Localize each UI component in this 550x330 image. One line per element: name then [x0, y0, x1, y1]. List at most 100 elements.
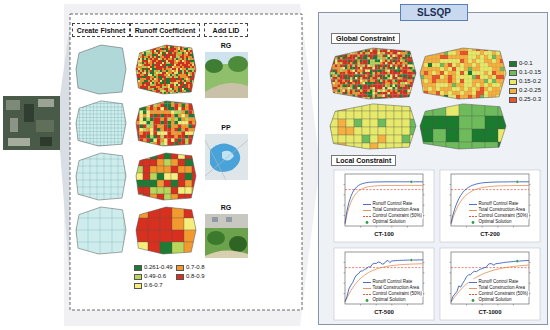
- map-outline: [136, 101, 196, 146]
- legend-line: [363, 280, 371, 285]
- legend-line: [469, 208, 477, 213]
- node-text: Runoff Coefficient: [135, 27, 196, 34]
- legend-text: 0-0.1: [519, 60, 533, 68]
- panel-ground: [318, 12, 548, 325]
- photo-label: RG: [221, 204, 232, 211]
- map-outline: [76, 101, 126, 146]
- flow-chevron: [64, 4, 320, 326]
- map-cells: [76, 206, 126, 254]
- legend-line: [469, 280, 477, 285]
- legend-line: [469, 292, 477, 297]
- line-chart: [440, 248, 540, 320]
- legend-line: [363, 220, 371, 225]
- map-cells: [420, 103, 511, 155]
- generated-graphics: [76, 44, 540, 320]
- legend-swatch: [509, 61, 517, 67]
- legend-text: Optimal Solution: [479, 219, 512, 225]
- map-outline: [330, 104, 416, 149]
- line-chart: [334, 170, 434, 242]
- node-text: Create Fishnet: [77, 27, 126, 34]
- legend-item: 0-0.1: [509, 60, 533, 68]
- step-header: Create Fishnet: [72, 23, 131, 37]
- node-text: Add LID: [213, 27, 240, 34]
- map-outline: [76, 153, 126, 200]
- map-cells: [136, 44, 196, 94]
- legend-item: Optimal Solution: [363, 219, 407, 225]
- section-label: Local Constraint: [331, 155, 396, 166]
- legend-swatch: [509, 70, 517, 76]
- legend-line: [363, 292, 371, 297]
- photo-label: PP: [221, 124, 230, 131]
- legend-text: Optimal Solution: [373, 297, 406, 303]
- legend-line: [363, 286, 371, 291]
- legend-swatch: [509, 97, 517, 103]
- line-chart: [334, 248, 434, 320]
- map-cells: [136, 206, 196, 254]
- step-header: Runoff Coefficient: [130, 23, 201, 37]
- map-outline: [136, 207, 196, 254]
- legend-item: 0.261-0.49: [134, 264, 173, 272]
- map-outline: [420, 48, 506, 99]
- legend-line: [469, 298, 477, 303]
- map-cells: [420, 47, 508, 99]
- legend-line: [469, 220, 477, 225]
- map-cells: [136, 100, 199, 149]
- map-cells: [330, 47, 418, 100]
- legend-line: [469, 214, 477, 219]
- map-cells: [136, 152, 199, 201]
- legend-item: 0.6-0.7: [134, 282, 163, 290]
- legend-swatch: [509, 79, 517, 85]
- map-outline: [76, 207, 126, 254]
- chart-label: CT-100: [374, 231, 394, 237]
- legend-item: 0.1-0.15: [509, 69, 541, 77]
- legend-swatch: [176, 265, 184, 271]
- legend-swatch: [134, 274, 142, 280]
- legend-line: [469, 202, 477, 207]
- legend-line: [363, 208, 371, 213]
- legend-item: 0.7-0.8: [176, 264, 205, 272]
- legend-line: [469, 286, 477, 291]
- map-cells: [330, 103, 418, 151]
- legend-item: 0.8-0.9: [176, 273, 205, 281]
- legend-text: 0.6-0.7: [144, 282, 163, 290]
- permeable-pavement-photo: [205, 134, 248, 180]
- map-cells: [76, 44, 126, 94]
- map-outline: [330, 48, 416, 99]
- chart-label: CT-1000: [478, 309, 501, 315]
- legend-text: 0.1-0.15: [519, 69, 541, 77]
- section-label: Global Constraint: [331, 33, 400, 44]
- photo-label: RG: [221, 42, 232, 49]
- legend-text: 0.25-0.3: [519, 96, 541, 104]
- legend-swatch: [134, 265, 142, 271]
- chart-label: CT-200: [480, 231, 500, 237]
- legend-item: Optimal Solution: [363, 297, 407, 303]
- legend-item: 0.2-0.25: [509, 87, 541, 95]
- chart-label: CT-500: [374, 309, 394, 315]
- legend-item: 0.25-0.3: [509, 96, 541, 104]
- legend-item: 0.49-0.6: [134, 273, 166, 281]
- map-cells: [76, 152, 126, 200]
- line-chart: [440, 170, 540, 242]
- legend-text: 0.8-0.9: [186, 273, 205, 281]
- map-outline: [136, 153, 196, 200]
- legend-text: 0.2-0.25: [519, 87, 541, 95]
- legend-text: 0.261-0.49: [144, 264, 173, 272]
- node-text: Global Constraint: [336, 35, 395, 42]
- legend-text: Optimal Solution: [373, 219, 406, 225]
- rain-garden-photo: [205, 52, 248, 98]
- legend-line: [363, 298, 371, 303]
- legend-swatch: [509, 88, 517, 94]
- legend-line: [363, 202, 371, 207]
- legend-swatch: [134, 283, 142, 289]
- map-cells: [76, 100, 126, 146]
- process-frame: [70, 14, 302, 310]
- map-outline: [76, 45, 126, 94]
- step-header: Add LID: [204, 23, 248, 37]
- legend-item: Optimal Solution: [469, 297, 513, 303]
- legend-line: [363, 214, 371, 219]
- legend-swatch: [176, 274, 184, 280]
- legend-text: 0.49-0.6: [144, 273, 166, 281]
- map-outline: [136, 45, 196, 94]
- legend-text: Optimal Solution: [479, 297, 512, 303]
